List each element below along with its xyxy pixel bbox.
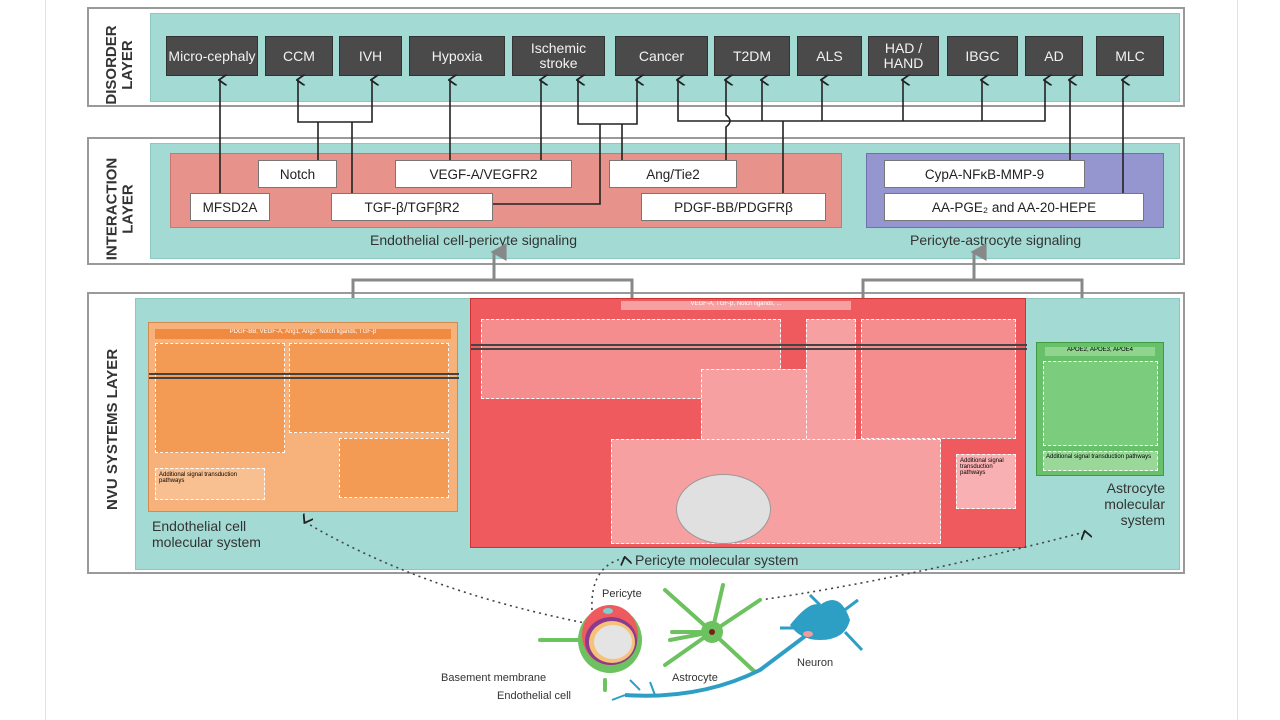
disorder-9: IBGC [947, 36, 1018, 76]
pericyte-extra-pathways: Additional signal transduction pathways [956, 454, 1016, 509]
pathway-box-0: Notch [258, 160, 337, 188]
ec-pericyte-caption: Endothelial cell-pericyte signaling [370, 232, 578, 248]
disorder-2: IVH [339, 36, 402, 76]
pathway-box-7: AA-PGE₂ and AA-20-HEPE [884, 193, 1144, 221]
astrocyte-pathway-block [1043, 361, 1158, 446]
nucleus [676, 474, 771, 544]
endothelial-pathway-block [289, 343, 449, 433]
astrocyte-molecular-system: APOE2, APOE3, APOE4 Additional signal tr… [1036, 342, 1164, 476]
pathway-box-1: VEGF-A/VEGFR2 [395, 160, 572, 188]
pericyte-molecular-system: VEGF-A, TGF-β, Notch ligands, ... Additi… [470, 298, 1027, 548]
page-border-right [1237, 0, 1238, 720]
neuron-label: Neuron [797, 657, 834, 669]
pathway-box-4: TGF-β/TGFβR2 [331, 193, 493, 221]
disorder-1: CCM [265, 36, 333, 76]
endothelial-pathway-block [339, 438, 449, 498]
pericyte-pathway-block [611, 439, 941, 544]
astrocyte-processes [538, 583, 762, 692]
disorder-7: ALS [797, 36, 862, 76]
disorder-6: T2DM [714, 36, 790, 76]
pathway-box-3: MFSD2A [190, 193, 270, 221]
disorder-5: Cancer [615, 36, 708, 76]
disorder-8: HAD / HAND [868, 36, 939, 76]
astrocyte-extra-pathways: Additional signal transduction pathways [1043, 451, 1158, 471]
pericyte-system-label: Pericyte molecular system [635, 552, 799, 568]
disorder-11: MLC [1096, 36, 1164, 76]
pericyte-ligands-header: VEGF-A, TGF-β, Notch ligands, ... [621, 301, 851, 310]
neuron-axon [624, 623, 822, 698]
page-border-left [45, 0, 46, 720]
endothelial-molecular-system: PDGF-BB, VEGF-A, Ang1, Ang2, Notch ligan… [148, 322, 459, 512]
endothelial-pathway-block [155, 343, 285, 453]
disorder-0: Micro-cephaly [166, 36, 258, 76]
neuron-body [790, 600, 850, 640]
pericyte-pathway-block [701, 369, 811, 449]
astrocyte-label: Astrocyte [672, 672, 718, 684]
disorder-4: Ischemic stroke [512, 36, 605, 76]
endothelial-cell-label: Endothelial cell [497, 690, 571, 702]
endothelial-ligands-header: PDGF-BB, VEGF-A, Ang1, Ang2, Notch ligan… [155, 329, 451, 339]
pericyte-pathway-block [861, 319, 1016, 439]
pathway-box-2: Ang/Tie2 [609, 160, 737, 188]
pericyte-label: Pericyte [602, 588, 642, 600]
pathway-box-5: PDGF-BB/PDGFRβ [641, 193, 826, 221]
disorder-3: Hypoxia [409, 36, 505, 76]
pathway-box-6: CypA-NFκB-MMP-9 [884, 160, 1085, 188]
vessel-lumen [594, 625, 632, 659]
disorder-10: AD [1025, 36, 1083, 76]
pericyte-astrocyte-caption: Pericyte-astrocyte signaling [910, 232, 1082, 248]
membrane [149, 373, 459, 379]
endothelial-extra-pathways: Additional signal transduction pathways [155, 468, 265, 500]
astrocyte-ligands-header: APOE2, APOE3, APOE4 [1045, 347, 1155, 356]
membrane [471, 344, 1027, 350]
basement-membrane-label: Basement membrane [441, 672, 547, 684]
